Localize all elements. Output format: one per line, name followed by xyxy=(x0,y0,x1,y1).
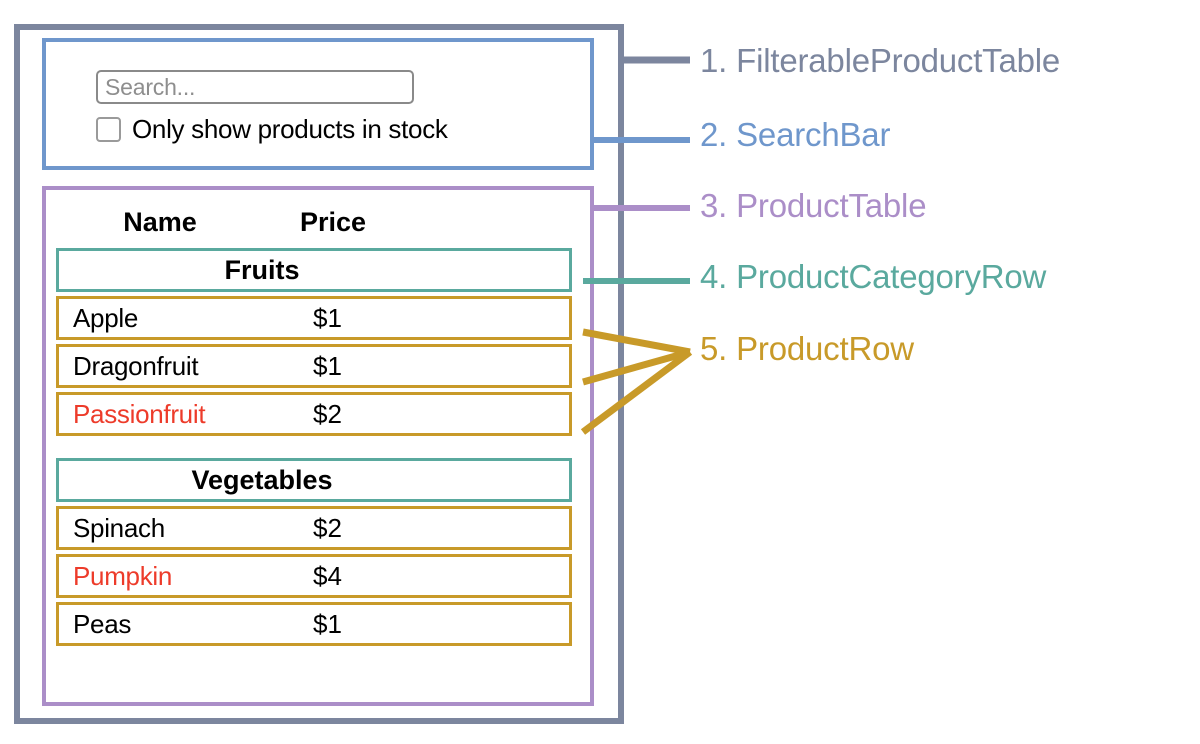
section-spacer xyxy=(56,440,572,458)
product-name: Spinach xyxy=(73,512,165,543)
legend-item-productrow: 5.ProductRow xyxy=(700,330,914,368)
in-stock-checkbox-label[interactable]: Only show products in stock xyxy=(132,114,448,144)
legend-item-producttable: 3.ProductTable xyxy=(700,187,927,225)
legend-item-number: 2. xyxy=(700,116,728,153)
product-row: Pumpkin $4 xyxy=(56,554,572,598)
legend-item-label: FilterableProductTable xyxy=(736,42,1061,79)
product-name: Peas xyxy=(73,608,132,639)
product-price: $2 xyxy=(313,512,342,543)
product-price: $2 xyxy=(313,398,342,429)
legend-item-label: ProductRow xyxy=(736,330,914,367)
product-row: Dragonfruit $1 xyxy=(56,344,572,388)
product-name: Dragonfruit xyxy=(73,350,199,381)
product-name: Apple xyxy=(73,302,138,333)
product-category-label: Vegetables xyxy=(191,464,333,495)
product-row: Spinach $2 xyxy=(56,506,572,550)
search-bar-frame: Search... Only show products in stock xyxy=(42,38,594,170)
product-price: $1 xyxy=(313,608,342,639)
checkbox-icon[interactable] xyxy=(96,117,121,142)
product-name: Pumpkin xyxy=(73,560,173,591)
legend-item-searchbar: 2.SearchBar xyxy=(700,116,890,154)
legend-item-number: 3. xyxy=(700,187,728,224)
in-stock-checkbox-row[interactable]: Only show products in stock xyxy=(96,114,448,145)
legend-item-number: 4. xyxy=(700,258,728,295)
column-header-name: Name xyxy=(123,206,197,237)
legend-item-number: 1. xyxy=(700,42,728,79)
product-price: $1 xyxy=(313,350,342,381)
table-header-row: Name Price xyxy=(46,200,590,244)
search-input[interactable]: Search... xyxy=(96,70,414,104)
product-row: Peas $1 xyxy=(56,602,572,646)
product-row: Passionfruit $2 xyxy=(56,392,572,436)
product-price: $1 xyxy=(313,302,342,333)
product-name: Passionfruit xyxy=(73,398,206,429)
legend-item-filterableproducttable: 1.FilterableProductTable xyxy=(700,42,1060,80)
product-category-row: Fruits xyxy=(56,248,572,292)
product-category-label: Fruits xyxy=(224,254,300,285)
product-category-row: Vegetables xyxy=(56,458,572,502)
search-input-placeholder: Search... xyxy=(105,73,196,100)
legend-item-label: ProductTable xyxy=(736,187,927,224)
legend-item-label: SearchBar xyxy=(736,116,891,153)
legend-item-number: 5. xyxy=(700,330,728,367)
product-price: $4 xyxy=(313,560,342,591)
product-row: Apple $1 xyxy=(56,296,572,340)
legend-item-label: ProductCategoryRow xyxy=(736,258,1047,295)
legend-item-productcategoryrow: 4.ProductCategoryRow xyxy=(700,258,1046,296)
column-header-price: Price xyxy=(300,206,367,237)
